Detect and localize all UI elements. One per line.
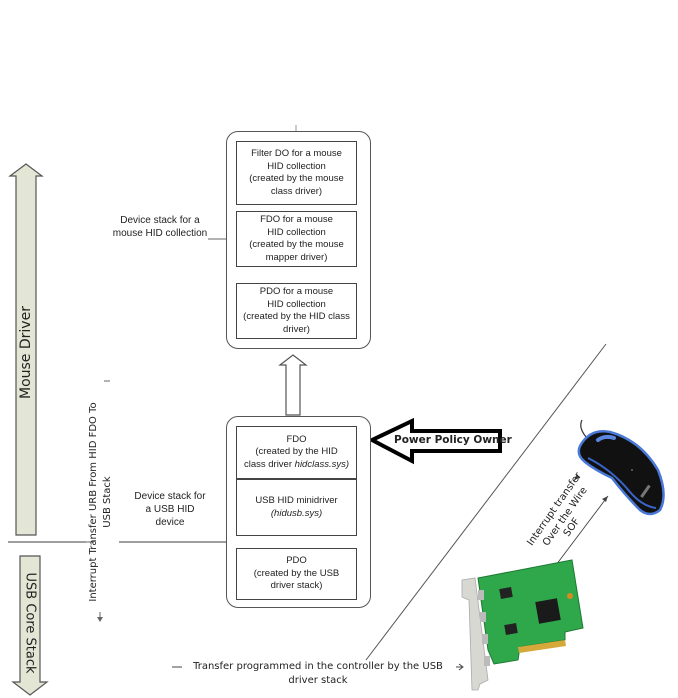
mouse-driver-arrow <box>8 163 44 536</box>
node-text: HID collection <box>267 298 326 310</box>
lower-caption-line3: device <box>155 517 185 528</box>
node-text: (created by the USB <box>253 567 340 579</box>
lower-caption-line1: Device stack for <box>134 491 206 502</box>
upper-caption-line1: Device stack for a <box>120 215 200 226</box>
interrupt-urb-label: Interrupt Transfer URB From HID FDO To U… <box>87 387 115 617</box>
node-text: (created by the HID <box>255 446 338 458</box>
node-text: (created by the mouse <box>249 173 344 184</box>
controller-transfer-line2: driver stack <box>288 675 348 686</box>
upper-caption-line2: mouse HID collection <box>112 228 208 239</box>
mouse-driver-label: Mouse Driver <box>18 306 34 399</box>
interrupt-urb-line1: Interrupt Transfer URB From HID FDO To <box>88 402 99 602</box>
node-text: USB HID minidriver <box>255 495 338 506</box>
lower-caption-line2: a USB HID <box>145 504 195 515</box>
mouse-fdo-node[interactable]: FDO for a mouse HID collection (created … <box>236 211 357 267</box>
controller-transfer-label: Transfer programmed in the controller by… <box>180 660 456 688</box>
mouse-pdo-node[interactable]: PDO for a mouse HID collection (created … <box>236 283 357 339</box>
node-text: class driver hidclass.sys) <box>243 458 350 470</box>
controller-transfer-line1: Transfer programmed in the controller by… <box>193 661 443 672</box>
node-text: mapper driver) <box>265 251 328 263</box>
upper-stack-caption: Device stack for a mouse HID collection <box>96 214 224 240</box>
node-text: driver) <box>283 323 310 335</box>
node-text: HID collection <box>267 226 326 238</box>
usb-pdo-node[interactable]: PDO (created by the USB driver stack) <box>236 548 357 600</box>
power-policy-owner-label: Power Policy Owner <box>394 434 512 446</box>
power-policy-arrow <box>367 417 502 465</box>
node-text: PDO <box>286 555 307 567</box>
usb-hid-minidriver-node[interactable]: USB HID minidriver (hidusb.sys) <box>236 479 357 536</box>
hid-fdo-node[interactable]: FDO (created by the HID class driver hid… <box>236 426 357 479</box>
node-text: (created by the mouse <box>249 239 344 250</box>
node-text: FDO <box>286 433 307 445</box>
usb-core-stack-label: USB Core Stack <box>22 572 38 674</box>
usb-core-stack-arrow <box>11 555 49 696</box>
interrupt-urb-line2: USB Stack <box>102 476 113 528</box>
stack-up-arrow <box>278 354 308 416</box>
node-text: (hidusb.sys) <box>270 507 323 519</box>
node-text: driver stack) <box>270 580 323 592</box>
lower-stack-caption: Device stack for a USB HID device <box>120 490 220 529</box>
node-text: FDO for a mouse <box>260 214 333 225</box>
node-text: class driver) <box>270 185 323 197</box>
wire-boundary-line <box>365 343 607 661</box>
node-text: Filter DO for a mouse <box>251 148 342 159</box>
node-text: (created by the HID class <box>243 311 350 322</box>
filter-do-node[interactable]: Filter DO for a mouse HID collection (cr… <box>236 141 357 205</box>
node-text: HID collection <box>267 160 326 172</box>
node-text: PDO for a mouse <box>259 286 334 297</box>
